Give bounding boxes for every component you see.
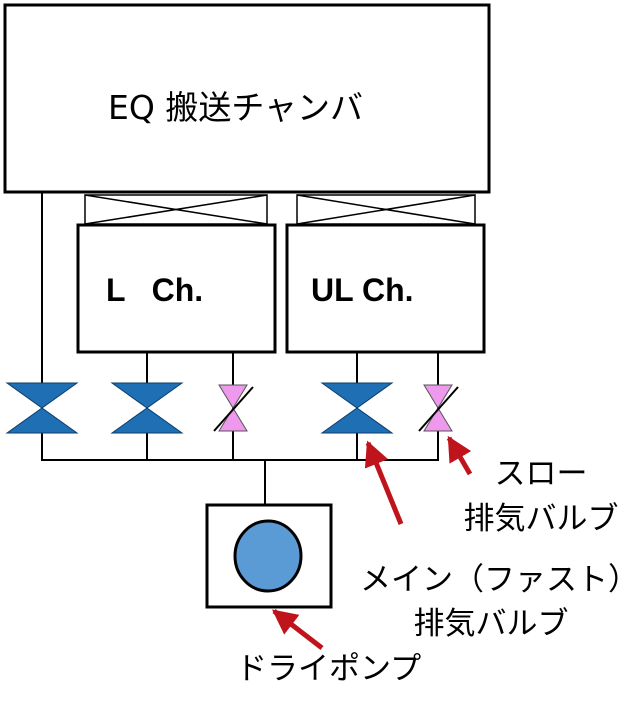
l-chamber-label: L Ch. bbox=[106, 272, 204, 308]
eq-transfer-chamber-box bbox=[3, 3, 491, 194]
arrow-main-valve bbox=[364, 440, 404, 525]
slow-valve-caption: スロー 排気バルブ bbox=[448, 452, 634, 542]
arrow-dry-pump bbox=[272, 609, 324, 650]
dry-pump-caption: ドライポンプ bbox=[236, 651, 422, 687]
arrow-slow-valve bbox=[446, 435, 473, 476]
main-valve-l bbox=[110, 382, 184, 434]
dry-pump-circle bbox=[233, 519, 303, 593]
slow-valve-l bbox=[213, 384, 254, 432]
main-valve-caption: メイン（ファスト） 排気バルブ bbox=[360, 558, 636, 646]
l-chamber-box bbox=[76, 223, 277, 354]
main-valve-caption-line1: メイン（ファスト） bbox=[360, 562, 636, 598]
gate-valve-ul bbox=[296, 194, 476, 225]
main-valve-eq bbox=[5, 382, 79, 434]
callout-arrows bbox=[272, 435, 473, 650]
eq-chamber-label: EQ 搬送チャンバ bbox=[108, 88, 363, 127]
slow-valve-caption-line2: 排気バルブ bbox=[463, 501, 619, 537]
ul-chamber-label: UL Ch. bbox=[311, 272, 414, 308]
slow-valve-caption-line1: スロー bbox=[494, 456, 588, 492]
ul-chamber-box bbox=[285, 223, 486, 354]
main-valve-ul bbox=[320, 382, 394, 434]
gate-valve-l bbox=[84, 194, 268, 225]
main-valve-caption-line2: 排気バルブ bbox=[413, 606, 569, 642]
slow-valve-ul bbox=[418, 384, 459, 432]
